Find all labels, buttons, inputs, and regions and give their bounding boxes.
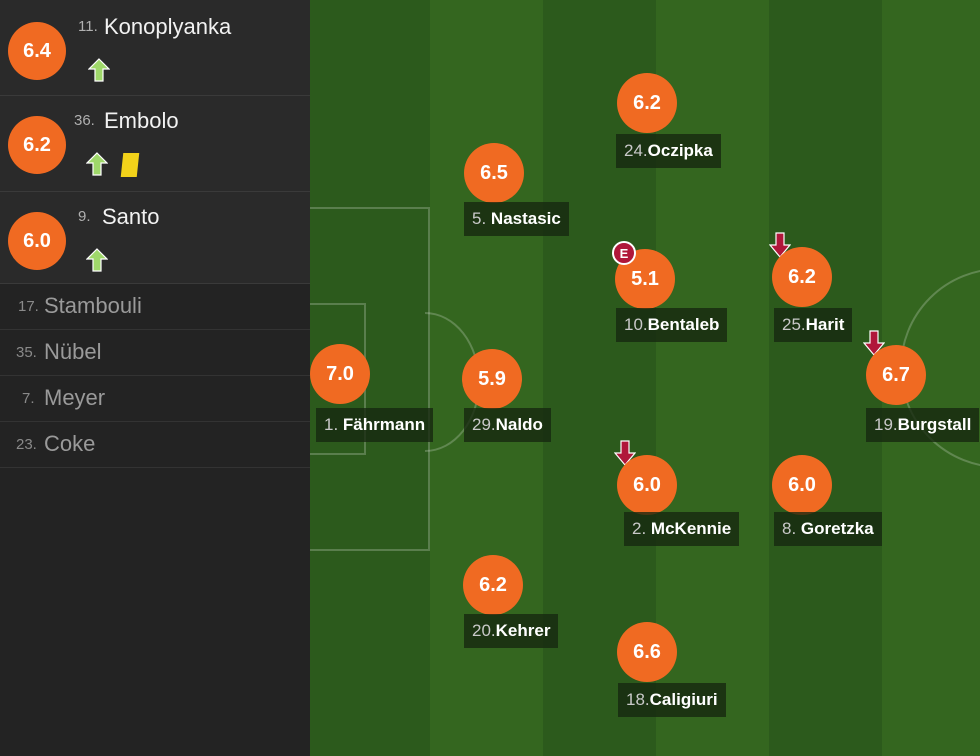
rating-badge: 6.7 <box>866 345 926 405</box>
player-number: 35. <box>16 344 37 361</box>
player-number: 5. <box>472 209 487 228</box>
player-label: 29.Naldo <box>464 408 551 442</box>
rating-badge: 7.0 <box>310 344 370 404</box>
rating-badge: 5.1 <box>615 249 675 309</box>
rating-badge: 6.0 <box>772 455 832 515</box>
player-name: Stambouli <box>44 293 142 318</box>
rating-badge: 6.2 <box>772 247 832 307</box>
sub-row-konoplyanka[interactable]: 6.4 11. Konoplyanka <box>0 0 310 96</box>
player-name: Goretzka <box>800 519 874 538</box>
pitch-stripe <box>769 0 882 756</box>
player-name: Coke <box>44 431 96 456</box>
player-name: Santo <box>102 204 160 229</box>
player-label: 2. McKennie <box>624 512 740 546</box>
rating-badge: 6.6 <box>617 622 677 682</box>
player-label: 5. Nastasic <box>464 202 569 236</box>
player-name: Bentaleb <box>647 315 720 334</box>
player-name: Nübel <box>44 339 102 364</box>
player-label: 20.Kehrer <box>464 614 559 648</box>
substitutes-panel: 6.4 11. Konoplyanka 6.2 36. Embolo 6.0 9… <box>0 0 310 756</box>
bench-row-coke[interactable]: 23. Coke <box>0 422 310 468</box>
yellow-card-icon <box>120 153 140 177</box>
player-number: 17. <box>18 298 39 315</box>
sub-row-santo[interactable]: 6.0 9. Santo <box>0 192 310 284</box>
player-number: 8. <box>782 519 797 538</box>
player-label: 1. Fährmann <box>316 408 434 442</box>
player-number: 23. <box>16 436 37 453</box>
player-number: 29. <box>472 415 496 434</box>
event-badge-icon: E <box>612 241 636 265</box>
player-number: 36. <box>74 112 95 129</box>
player-number: 20. <box>472 621 496 640</box>
sub-in-arrow-icon <box>88 58 110 82</box>
player-name: Oczipka <box>647 141 713 160</box>
rating-badge: 6.2 <box>8 116 66 174</box>
pitch-stripe <box>656 0 769 756</box>
player-name: Naldo <box>495 415 543 434</box>
player-name: Caligiuri <box>649 690 718 709</box>
player-label: 8. Goretzka <box>774 512 882 546</box>
player-label: 25.Harit <box>774 308 853 342</box>
pitch: 7.0 1. Fährmann 6.5 5. Nastasic 5.9 29.N… <box>310 0 980 756</box>
player-number: 1. <box>324 415 339 434</box>
bench-row-meyer[interactable]: 7. Meyer <box>0 376 310 422</box>
player-name: Nastasic <box>490 209 561 228</box>
player-label: 10.Bentaleb <box>616 308 728 342</box>
player-label: 19.Burgstall <box>866 408 980 442</box>
player-number: 9. <box>78 208 91 225</box>
bench-row-stambouli[interactable]: 17. Stambouli <box>0 284 310 330</box>
player-name: Konoplyanka <box>104 14 232 39</box>
player-name: Kehrer <box>495 621 551 640</box>
rating-badge: 6.2 <box>617 73 677 133</box>
sub-in-arrow-icon <box>86 152 108 176</box>
player-number: 24. <box>624 141 648 160</box>
sub-row-embolo[interactable]: 6.2 36. Embolo <box>0 96 310 192</box>
player-number: 25. <box>782 315 806 334</box>
rating-badge: 6.0 <box>8 212 66 270</box>
player-name: Meyer <box>44 385 106 410</box>
player-number: 18. <box>626 690 650 709</box>
player-name: Fährmann <box>342 415 426 434</box>
player-number: 10. <box>624 315 648 334</box>
player-number: 19. <box>874 415 898 434</box>
sub-in-arrow-icon <box>86 248 108 272</box>
player-name: Embolo <box>104 108 179 133</box>
rating-badge: 6.0 <box>617 455 677 515</box>
player-name: McKennie <box>650 519 732 538</box>
rating-badge: 5.9 <box>462 349 522 409</box>
player-number: 2. <box>632 519 647 538</box>
player-number: 11. <box>78 18 98 35</box>
rating-badge: 6.2 <box>463 555 523 615</box>
rating-badge: 6.4 <box>8 22 66 80</box>
bench-row-nubel[interactable]: 35. Nübel <box>0 330 310 376</box>
player-name: Harit <box>805 315 845 334</box>
player-label: 24.Oczipka <box>616 134 721 168</box>
player-number: 7. <box>22 390 35 407</box>
rating-badge: 6.5 <box>464 143 524 203</box>
player-name: Burgstall <box>897 415 972 434</box>
player-label: 18.Caligiuri <box>618 683 726 717</box>
